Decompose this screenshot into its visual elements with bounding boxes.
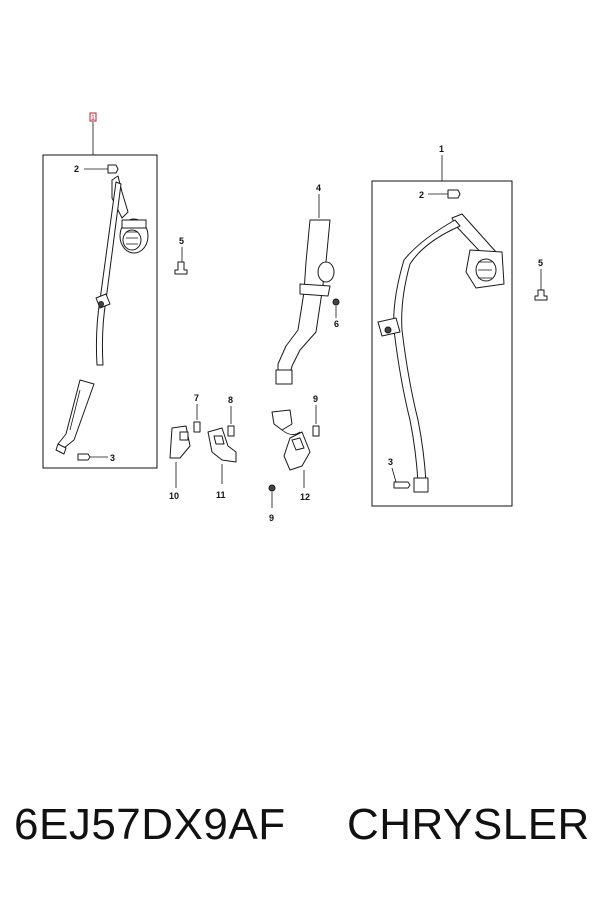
belt-webbing (393, 219, 461, 483)
bolt-icon (107, 164, 119, 174)
callout-9-bottom[interactable]: 9 (269, 513, 274, 523)
callout-12[interactable]: 12 (300, 492, 310, 502)
belt-webbing (95, 181, 122, 366)
left-seatbelt-assembly: 1 2 3 (42, 112, 158, 469)
buckle-11-group: 8 11 (207, 395, 237, 500)
callout-5-right-group: 5 (534, 258, 548, 301)
right-assembly-box (371, 180, 513, 507)
retractor-icon (465, 249, 505, 289)
callout-5-right[interactable]: 5 (538, 258, 543, 268)
buckle-12-group: 9 12 9 (268, 394, 320, 523)
anchor-plate (413, 477, 429, 493)
footer: 6EJ57DX9AF CHRYSLER (0, 800, 600, 860)
bolt-icon (227, 425, 235, 437)
callout-3-right[interactable]: 3 (388, 457, 393, 467)
right-seatbelt-assembly: 1 2 3 (371, 144, 513, 507)
bolt-icon (312, 425, 320, 437)
belt-tongue (275, 369, 293, 385)
bolt-icon (447, 189, 461, 199)
callout-6[interactable]: 6 (334, 319, 339, 329)
callout-10[interactable]: 10 (169, 491, 179, 501)
selected-callout-badge[interactable] (89, 112, 97, 122)
buckle-10-group: 7 10 (169, 393, 201, 501)
callout-3-left[interactable]: 3 (110, 453, 115, 463)
retractor-icon (119, 218, 149, 254)
lower-anchor-sleeve (57, 379, 95, 449)
left-assembly-box (42, 154, 158, 469)
nut-icon (268, 484, 276, 492)
callout-9-top[interactable]: 9 (313, 394, 318, 404)
callout-2-right[interactable]: 2 (419, 190, 424, 200)
buckle-latch-icon (299, 261, 335, 297)
buckle-icon (169, 425, 191, 459)
buckle-icon (283, 431, 311, 471)
d-ring-icon (377, 317, 401, 337)
brand-name: CHRYSLER (347, 800, 590, 849)
buckle-housing-icon (271, 409, 293, 431)
callout-7[interactable]: 7 (194, 393, 199, 403)
callout-8[interactable]: 8 (228, 395, 233, 405)
callout-2-left[interactable]: 2 (74, 164, 79, 174)
callout-4[interactable]: 4 (316, 183, 321, 193)
belt-webbing (277, 219, 331, 375)
part-number: 6EJ57DX9AF (14, 800, 286, 849)
bolt-icon (193, 421, 201, 433)
bolt-icon (393, 481, 411, 489)
callout-5-left[interactable]: 5 (179, 236, 184, 246)
callout-11[interactable]: 11 (216, 490, 226, 500)
callout-1-right[interactable]: 1 (439, 144, 444, 154)
callout-1-left[interactable]: 1 (91, 115, 95, 122)
bolt-icon (174, 261, 188, 275)
nut-icon (332, 298, 340, 306)
bolt-icon (77, 453, 91, 461)
anchor-plate (55, 443, 67, 455)
center-belt-part-4: 4 6 (275, 183, 340, 385)
callout-5-left-group: 5 (174, 236, 188, 275)
d-ring-icon (95, 293, 111, 309)
bolt-icon (534, 289, 548, 301)
